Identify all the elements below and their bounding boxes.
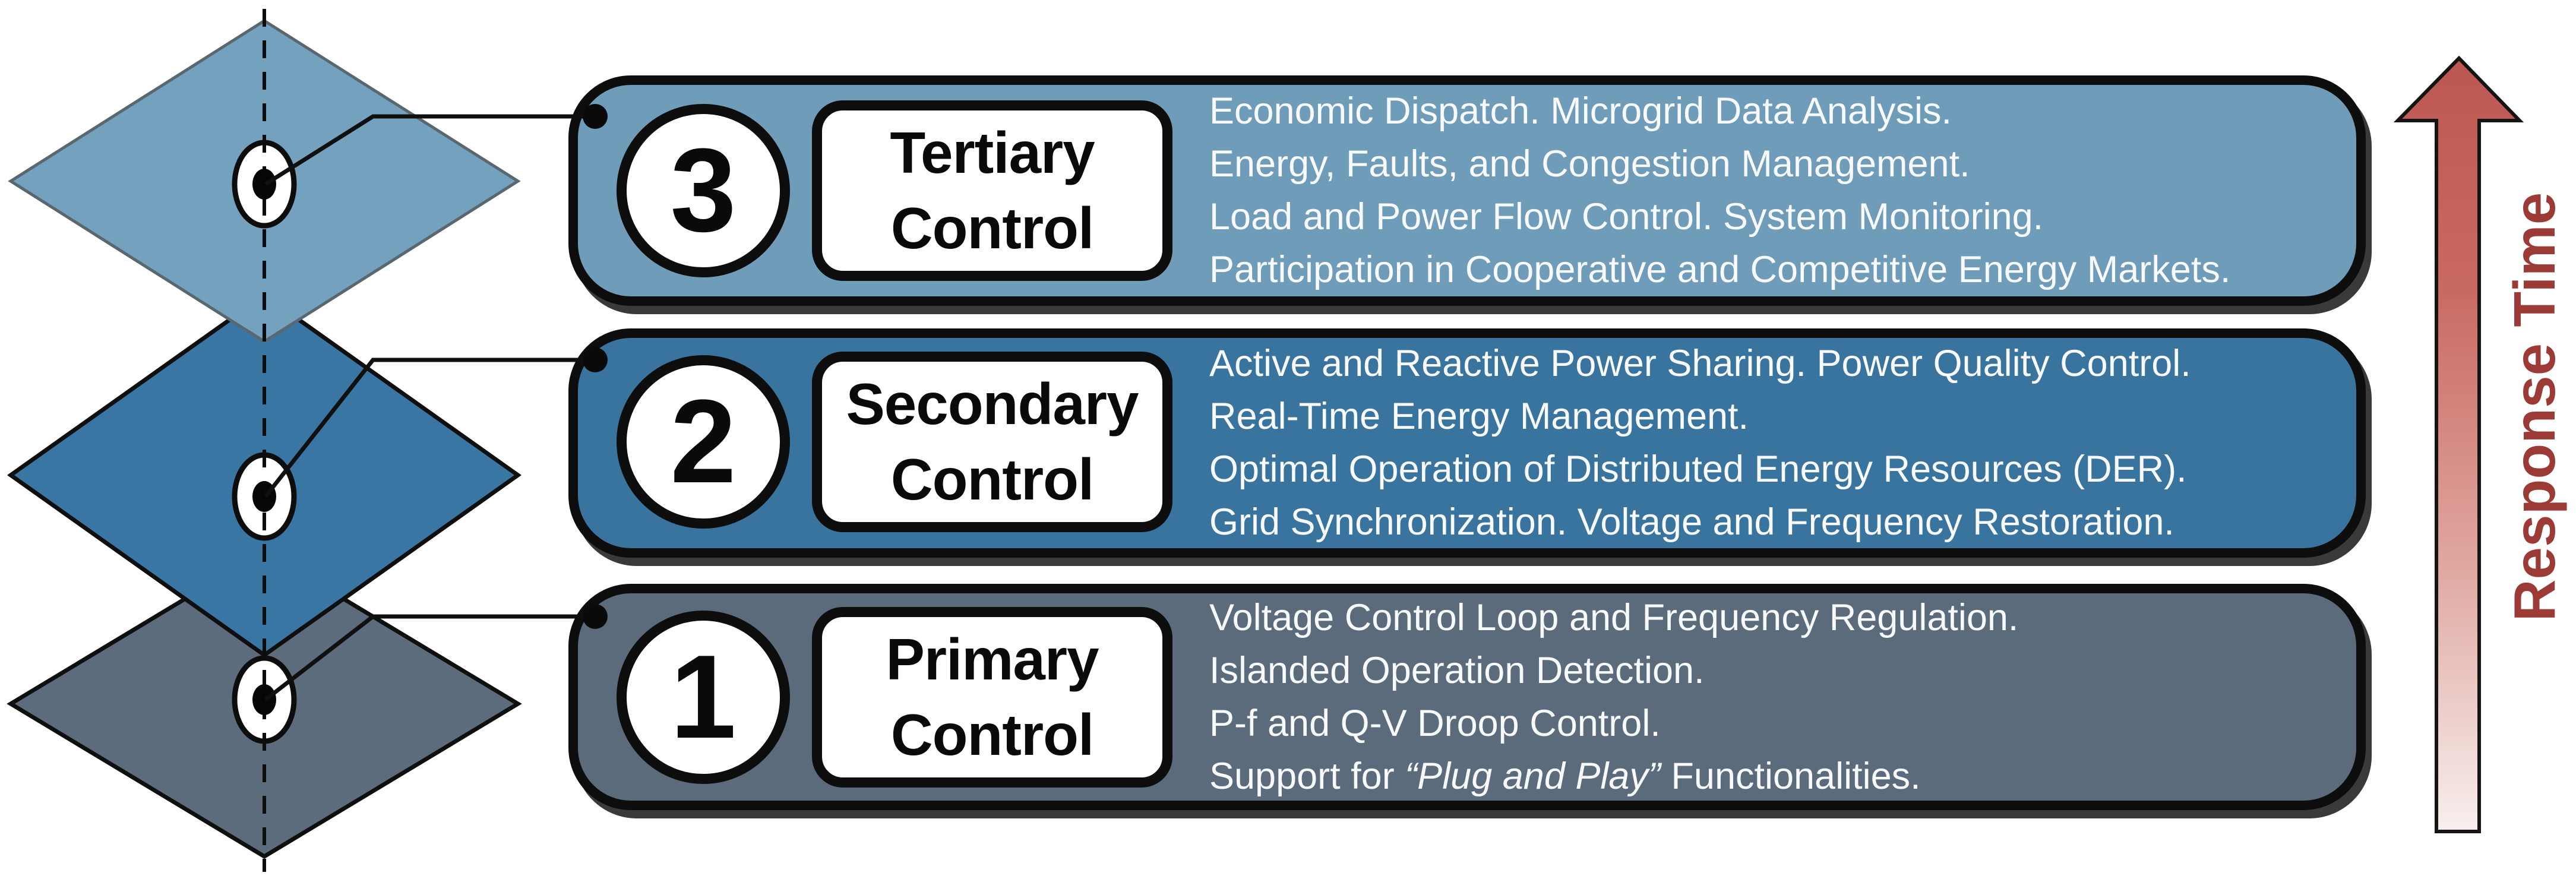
level-title-line2: Control — [890, 447, 1094, 512]
level-title-line1: Secondary — [846, 371, 1139, 437]
level-number-badge-1: 1 — [617, 611, 790, 784]
diamond-center-marker-primary — [232, 655, 297, 744]
description-line: Islanded Operation Detection. — [1209, 649, 1705, 691]
level-title-box-primary: Primary Control — [812, 607, 1172, 788]
description-line: P-f and Q-V Droop Control. — [1209, 702, 1661, 744]
center-dot-secondary — [252, 481, 276, 512]
connector-line-tertiary — [264, 114, 595, 186]
center-dot-tertiary — [252, 169, 276, 200]
description-line-part: Support for — [1209, 755, 1405, 797]
description-line: Grid Synchronization. Voltage and Freque… — [1209, 501, 2174, 543]
level-number: 2 — [670, 375, 737, 508]
band-secondary-control: 2 Secondary Control Active and Reactive … — [568, 328, 2366, 558]
center-dot-primary — [252, 684, 276, 715]
description-line: Participation in Cooperative and Competi… — [1209, 249, 2231, 290]
response-time-label: Response Time — [2501, 192, 2567, 622]
diamond-secondary-layer — [7, 292, 522, 658]
level-number: 1 — [670, 631, 737, 763]
level-number-badge-3: 3 — [617, 104, 790, 277]
band-tertiary-control: 3 Tertiary Control Economic Dispatch. Mi… — [568, 75, 2366, 306]
description-line: Load and Power Flow Control. System Moni… — [1209, 196, 2044, 238]
description-line: Optimal Operation of Distributed Energy … — [1209, 448, 2187, 490]
level-title-line2: Control — [890, 702, 1094, 767]
diamond-center-marker-secondary — [232, 452, 297, 541]
description-line: Economic Dispatch. Microgrid Data Analys… — [1209, 90, 1952, 132]
level-number: 3 — [670, 124, 737, 257]
description-line: Energy, Faults, and Congestion Managemen… — [1209, 143, 1970, 185]
connector-line-secondary — [264, 358, 595, 498]
diamond-tertiary-layer — [8, 19, 521, 343]
diamond-primary-layer — [7, 548, 522, 859]
band-primary-control: 1 Primary Control Voltage Control Loop a… — [568, 584, 2366, 810]
level-description-secondary: Active and Reactive Power Sharing. Power… — [1209, 338, 2191, 548]
description-line: Support for “Plug and Play” Functionalit… — [1209, 750, 2018, 803]
level-description-tertiary: Economic Dispatch. Microgrid Data Analys… — [1209, 85, 2230, 296]
connector-line-primary — [264, 614, 595, 701]
level-title-line1: Tertiary — [890, 120, 1095, 185]
level-description-primary: Voltage Control Loop and Frequency Regul… — [1209, 593, 2018, 801]
description-line: Real-Time Energy Management. — [1209, 396, 1749, 437]
level-title-box-secondary: Secondary Control — [812, 352, 1172, 532]
description-line-part: Functionalities. — [1660, 755, 1921, 797]
description-line-italic-part: “Plug and Play” — [1405, 755, 1661, 797]
description-line: Voltage Control Loop and Frequency Regul… — [1209, 596, 2019, 638]
level-title-line1: Primary — [886, 627, 1099, 692]
level-title-box-tertiary: Tertiary Control — [812, 100, 1172, 281]
level-title-line2: Control — [890, 195, 1094, 261]
description-line: Active and Reactive Power Sharing. Power… — [1209, 343, 2191, 384]
diamond-center-marker-tertiary — [232, 140, 297, 229]
level-number-badge-2: 2 — [617, 355, 790, 529]
